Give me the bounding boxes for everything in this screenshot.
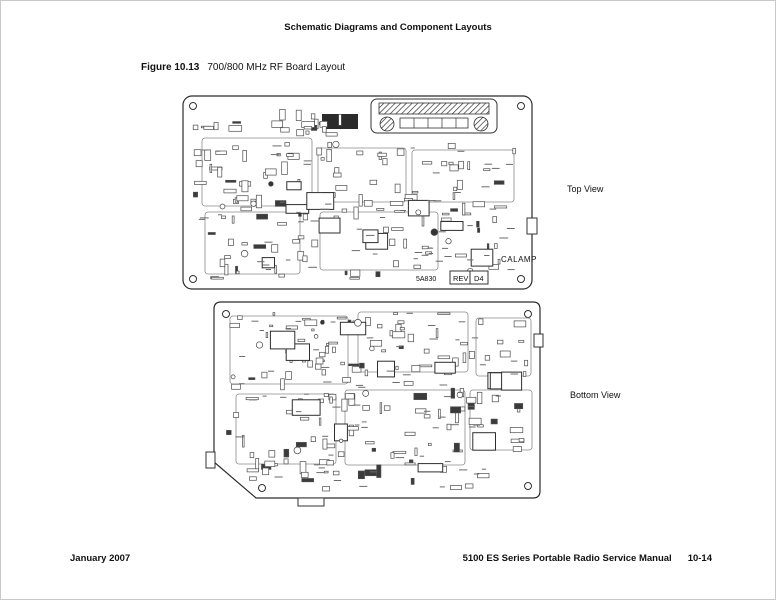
rev-box-label: REV — [453, 274, 468, 283]
bottom-board-bottom-tab — [297, 497, 325, 507]
top-board-components — [192, 109, 516, 280]
rf-connector — [370, 98, 498, 134]
page-header: Schematic Diagrams and Component Layouts — [284, 22, 492, 33]
top-view-label: Top View — [567, 184, 604, 194]
footer-right: 5100 ES Series Portable Radio Service Ma… — [463, 553, 712, 564]
bottom-view-label: Bottom View — [570, 390, 621, 400]
figure-caption: Figure 10.13 700/800 MHz RF Board Layout — [141, 62, 345, 73]
top-view-board: CALAMP 5A830 REV D4 — [182, 95, 538, 290]
bottom-board-left-connector — [205, 451, 216, 469]
board-marking-manufacturer: CALAMP — [501, 255, 537, 264]
rev-box-value: D4 — [474, 274, 484, 283]
figure-label: Figure 10.13 — [141, 62, 200, 73]
footer-page-number: 10-14 — [687, 553, 712, 564]
figure-title: 700/800 MHz RF Board Layout — [207, 62, 346, 73]
footer-manual-title: 5100 ES Series Portable Radio Service Ma… — [462, 553, 672, 564]
rev-box: REV D4 — [449, 270, 489, 285]
top-board-outline — [182, 95, 533, 290]
board-marking-assembly-number: 5A830 — [416, 276, 436, 283]
bottom-board-right-connector — [533, 333, 544, 348]
top-board-edge-connector — [526, 217, 538, 235]
footer-date: January 2007 — [70, 553, 131, 564]
bottom-view-board — [205, 301, 544, 507]
bottom-board-components — [226, 312, 529, 492]
